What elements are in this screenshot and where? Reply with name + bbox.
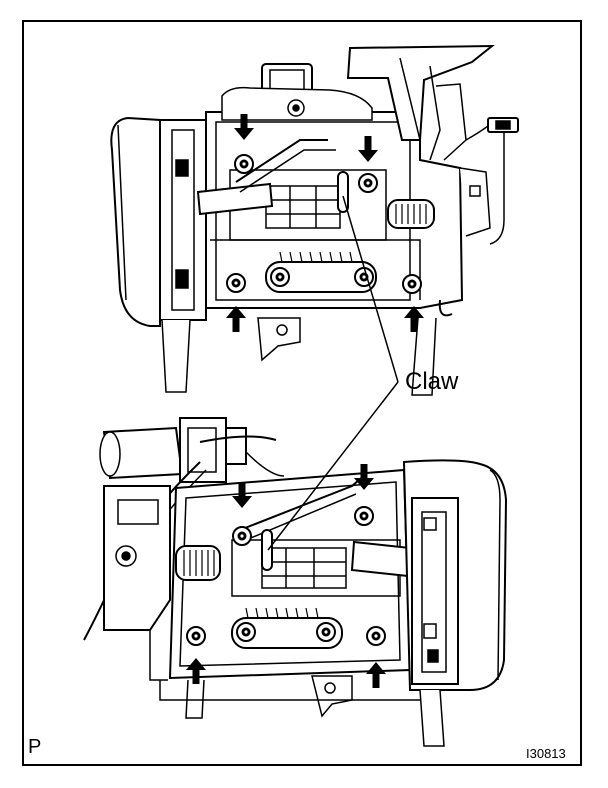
diagram-frame [22,20,582,766]
bolt-icon [316,622,336,642]
lower-assembly [83,417,508,747]
claw-label: Claw [405,368,459,395]
bolt-icon [270,267,290,287]
bolt-icon [236,622,256,642]
arrow-up-icon [226,306,246,332]
corner-mark: P [28,736,42,758]
bolt-icon [402,274,422,294]
bolt-icon [354,267,374,287]
upper-assembly [110,44,519,396]
claw-leader-lines [267,195,399,551]
bolt-icon [358,173,378,193]
bolt-icon [232,526,252,546]
bolt-icon [354,506,374,526]
bolt-icon [186,626,206,646]
figure-id: I30813 [526,746,566,761]
bolt-icon [226,273,246,293]
bolt-icon [234,154,254,174]
bolt-icon [366,626,386,646]
